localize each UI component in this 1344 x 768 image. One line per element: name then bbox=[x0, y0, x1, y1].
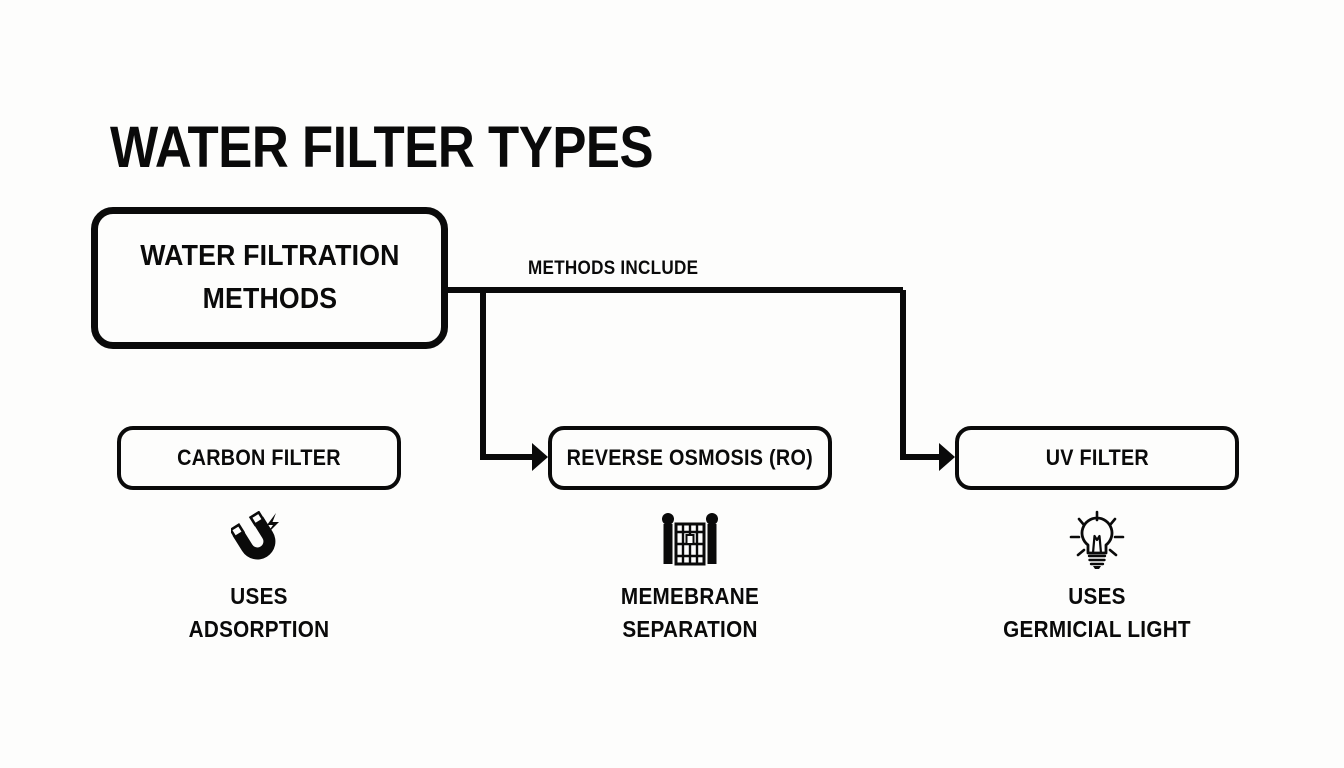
lightbulb-icon bbox=[955, 509, 1239, 571]
branch-uv-line bbox=[900, 290, 941, 460]
caption-line2: SEPARATION bbox=[622, 616, 758, 642]
method-uv-filter: UV FILTER bbox=[955, 426, 1239, 646]
page-title: WATER FILTER TYPES bbox=[110, 115, 654, 180]
node-label: REVERSE OSMOSIS (RO) bbox=[566, 445, 814, 470]
arrowhead-uv bbox=[939, 443, 955, 471]
node-label: WATER FILTRATION METHODS bbox=[140, 235, 399, 321]
membrane-gate-icon bbox=[548, 509, 832, 571]
caption-line1: USES bbox=[230, 583, 288, 609]
node-reverse-osmosis[interactable]: REVERSE OSMOSIS (RO) bbox=[548, 426, 832, 490]
method-carbon-filter: CARBON FILTER USES ADSORPTION bbox=[117, 426, 401, 646]
caption-line2: ADSORPTION bbox=[188, 616, 330, 642]
method-reverse-osmosis: REVERSE OSMOSIS (RO) bbox=[548, 426, 832, 646]
method-caption: USES GERMICIAL LIGHT bbox=[955, 580, 1239, 646]
magnet-icon bbox=[117, 509, 401, 571]
edge-label-methods-include: METHODS INCLUDE bbox=[528, 258, 699, 279]
caption-line1: MEMEBRANE bbox=[620, 583, 760, 609]
node-label: UV FILTER bbox=[1045, 445, 1149, 470]
caption-line2: GERMICIAL LIGHT bbox=[1003, 616, 1191, 642]
method-caption: MEMEBRANE SEPARATION bbox=[548, 580, 832, 646]
method-caption: USES ADSORPTION bbox=[117, 580, 401, 646]
node-label: CARBON FILTER bbox=[177, 445, 341, 470]
branch-ro-line bbox=[480, 290, 534, 460]
node-label-line1: WATER FILTRATION bbox=[139, 240, 400, 272]
caption-line1: USES bbox=[1068, 583, 1126, 609]
arrowhead-ro bbox=[532, 443, 548, 471]
node-carbon-filter[interactable]: CARBON FILTER bbox=[117, 426, 401, 490]
node-water-filtration-methods[interactable]: WATER FILTRATION METHODS bbox=[91, 207, 448, 349]
node-uv-filter[interactable]: UV FILTER bbox=[955, 426, 1239, 490]
node-label-line2: METHODS bbox=[202, 283, 337, 315]
